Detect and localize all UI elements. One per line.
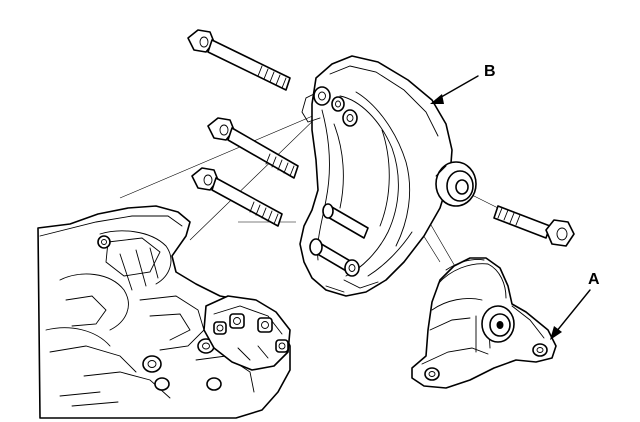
housing-boss-4: [206, 377, 222, 391]
housing-boss-1: [142, 355, 162, 373]
bracket-pin-lower-2: [322, 203, 369, 239]
mounting-pad: [203, 295, 291, 371]
callout-a-label: A: [588, 271, 600, 288]
callout-a: A: [550, 271, 600, 340]
bracket-hole-middle: [331, 96, 345, 112]
bracket-bushing: [435, 161, 477, 207]
housing-boss-3: [154, 377, 170, 391]
pad-stud-1: [229, 313, 245, 329]
bracket-hole-upper-inner: [342, 109, 358, 127]
bolt-upper-long: [187, 29, 291, 91]
bracket-hole-upper: [313, 86, 331, 106]
callout-b: B: [430, 63, 496, 104]
callout-b-label: B: [484, 63, 496, 80]
bolt-middle-long: [207, 117, 299, 179]
bolt-right-short: [493, 205, 575, 247]
engine-mount-a: [411, 257, 557, 389]
mount-hole-left: [424, 367, 440, 381]
mount-hole-right: [532, 343, 548, 357]
pad-stud-3: [213, 321, 227, 335]
transmission-housing: [37, 205, 291, 419]
mount-bushing: [481, 305, 515, 343]
bracket-pin-lower-1: [309, 238, 360, 277]
bolt-lower-long: [191, 167, 283, 227]
pad-stud-2: [257, 317, 273, 333]
mount-bracket-b: [299, 55, 477, 297]
pad-stud-4: [275, 339, 289, 353]
